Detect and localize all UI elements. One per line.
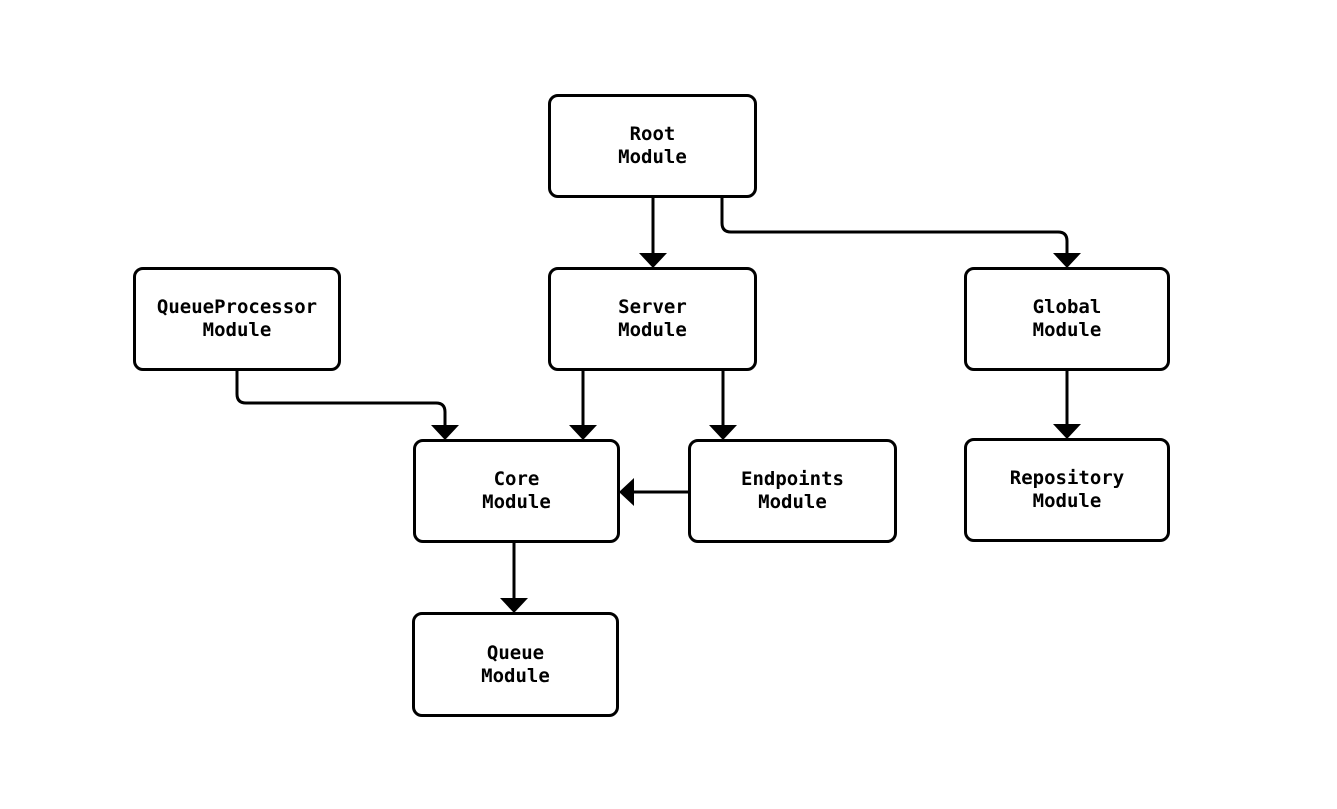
node-label-line: Server xyxy=(618,296,687,318)
node-label-line: Global xyxy=(1032,296,1102,318)
node-label-line: Module xyxy=(481,664,550,687)
node-label-line: Queue xyxy=(486,641,545,664)
node-label-line: Module xyxy=(618,146,687,168)
node-label-line: Core xyxy=(493,468,540,490)
node-label-line: Endpoints xyxy=(741,468,844,490)
node-label-line: Module xyxy=(618,319,687,341)
node-label-line: Module xyxy=(758,491,827,513)
node-label-line: Module xyxy=(1032,319,1102,341)
edge-root-to-global xyxy=(720,198,1081,268)
node-label-line: Root xyxy=(629,123,676,145)
node-label-line: Module xyxy=(1032,490,1102,512)
node-label-line: Module xyxy=(482,491,551,513)
node-label-line: Module xyxy=(202,319,272,341)
node-label-line: QueueProcessor xyxy=(156,296,318,318)
edge-queueprocessor-to-core xyxy=(235,371,459,440)
node-label-line: Repository xyxy=(1009,467,1125,489)
